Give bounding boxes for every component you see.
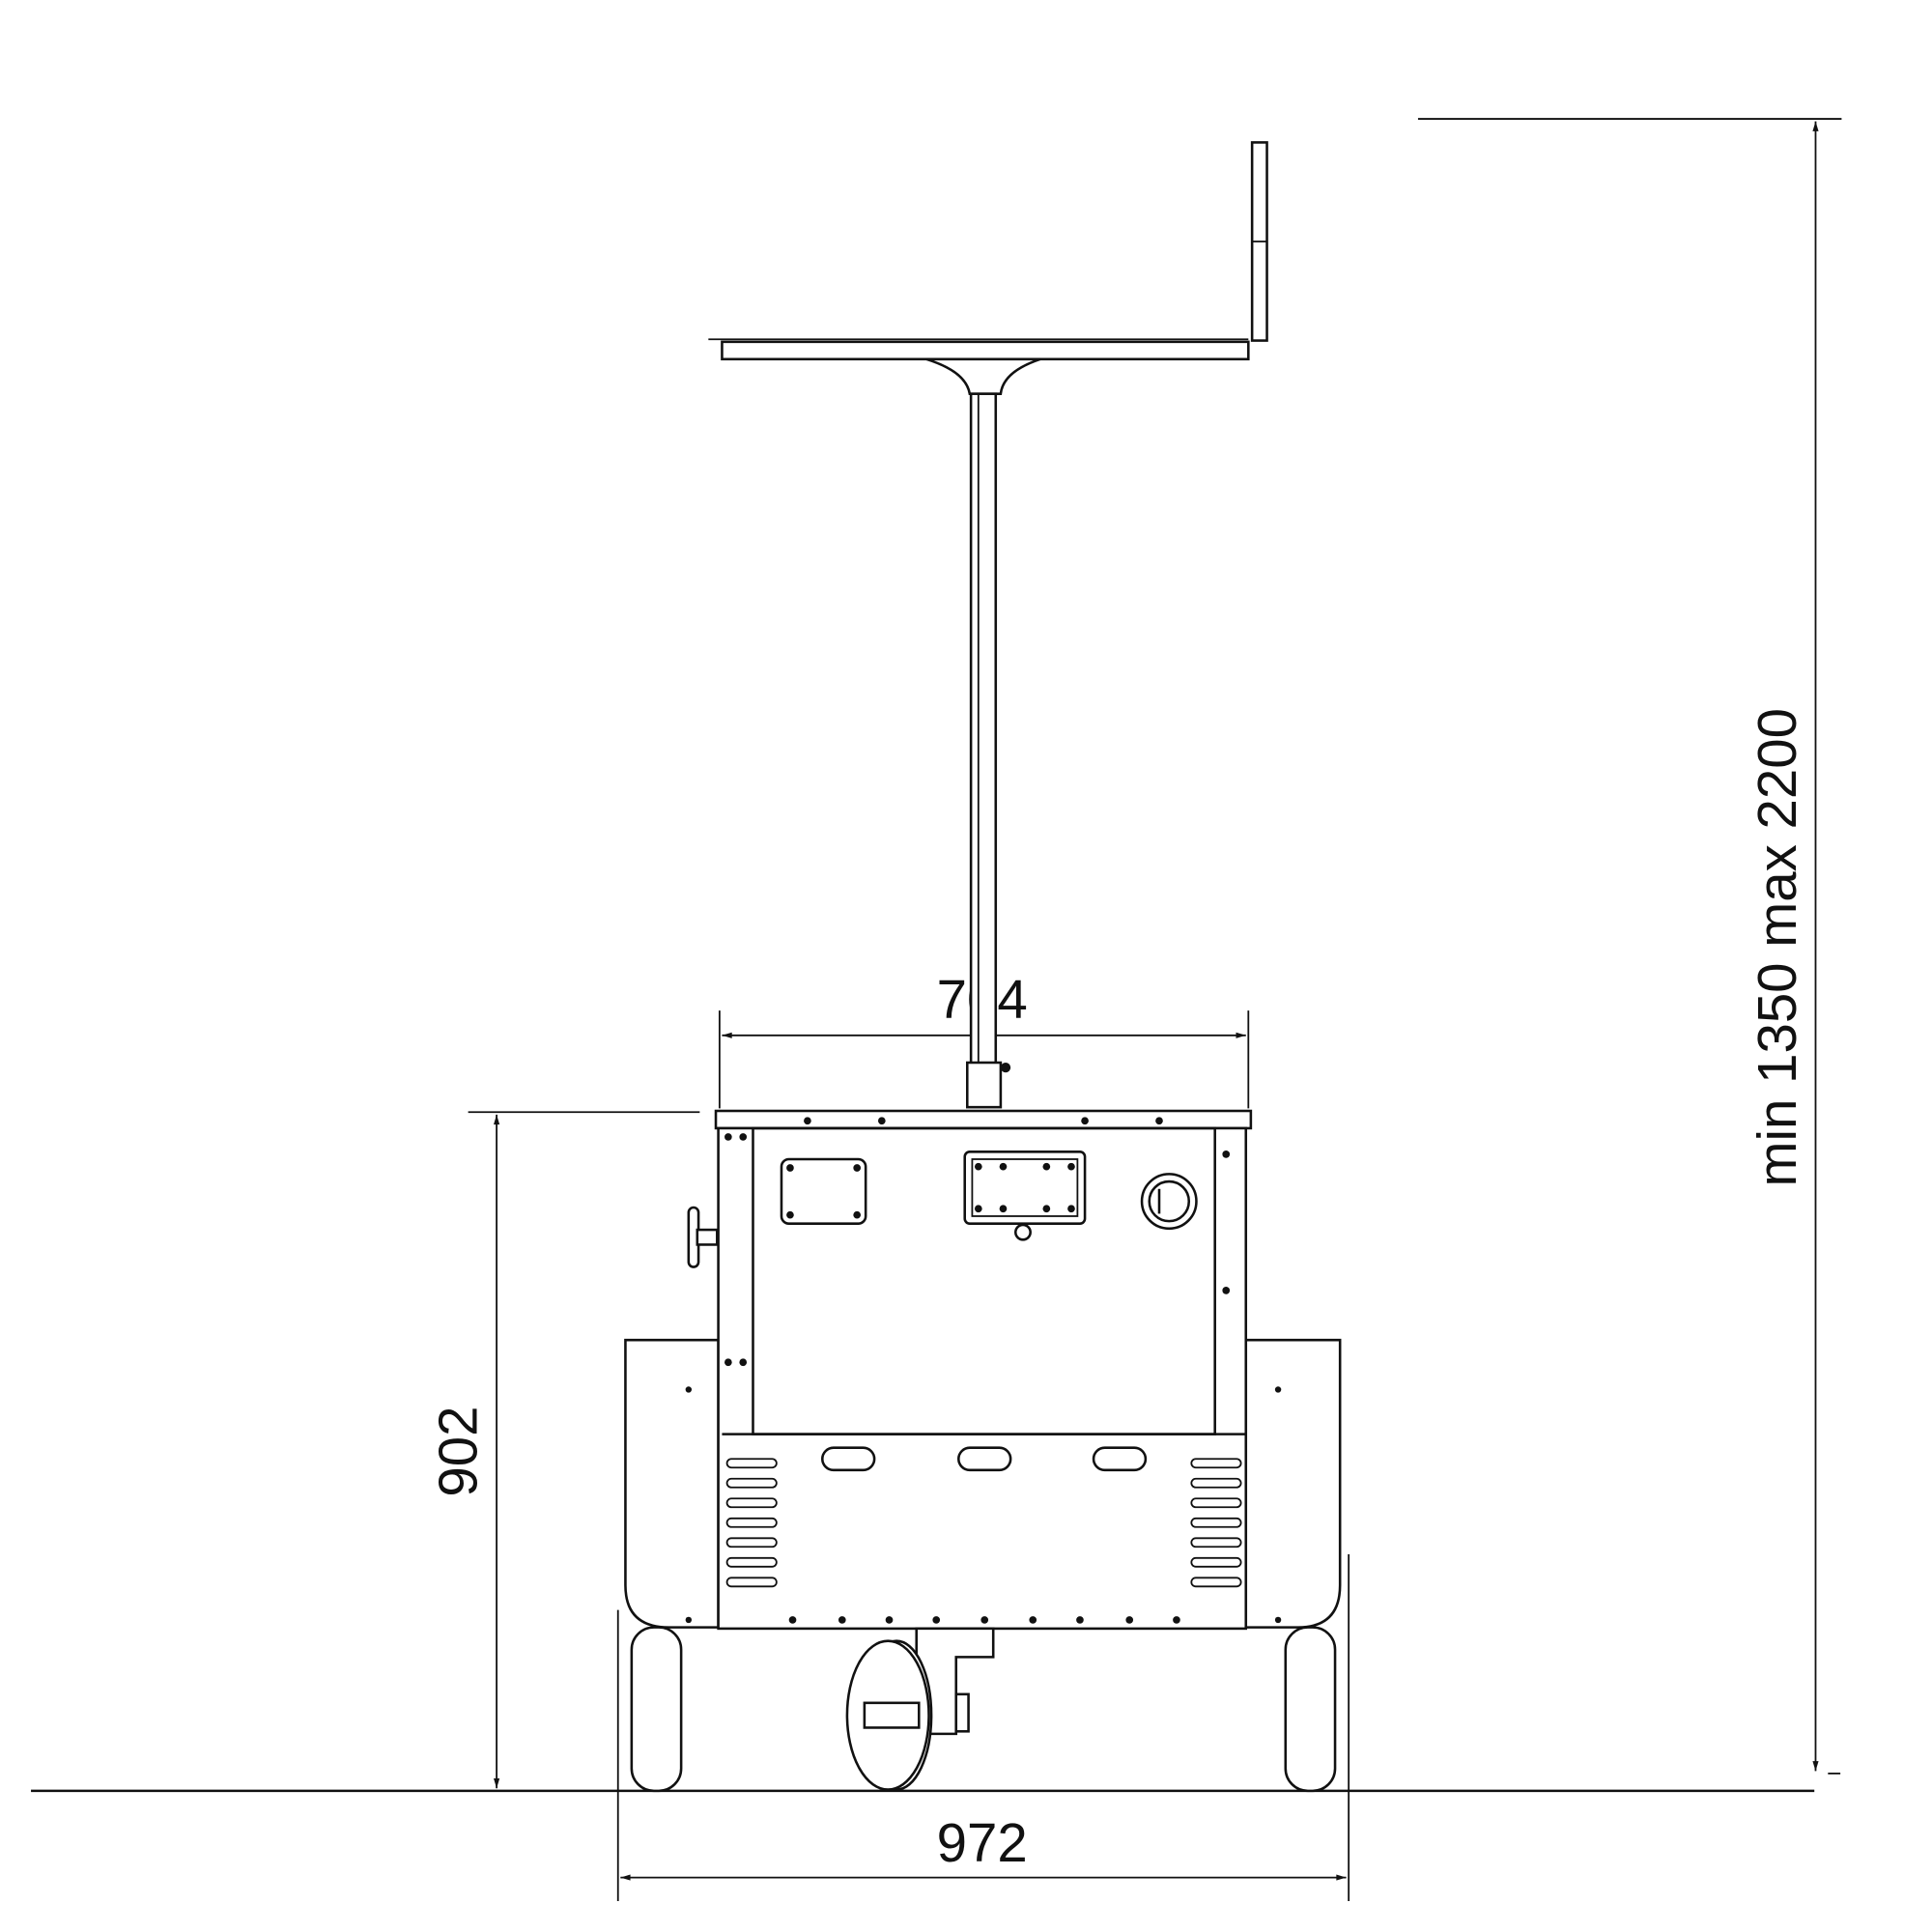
vent-slot [1190, 1556, 1242, 1568]
tray-height-label: min 1350 max 2200 [1747, 708, 1807, 1186]
vent-slot [1190, 1537, 1242, 1548]
control-panel-plate [780, 1157, 867, 1225]
track-width-label: 972 [937, 1812, 1028, 1873]
right-leg [1284, 1626, 1337, 1793]
height-label: 902 [428, 1406, 489, 1497]
left-leg [630, 1626, 683, 1793]
vent-slot [1190, 1577, 1242, 1588]
vent-slot [725, 1497, 778, 1509]
tray-height-dimension: min 1350 max 2200 [1417, 118, 1842, 1775]
right-fender [1244, 1338, 1342, 1629]
track-width-dimension: 972 [616, 1553, 1350, 1901]
vent-slot [1190, 1477, 1242, 1489]
vent-slot [725, 1517, 778, 1528]
vent-slot [725, 1477, 778, 1489]
socket-panel [963, 1151, 1087, 1225]
panel-slots [821, 1446, 1148, 1472]
tray [708, 141, 1268, 395]
vent-slot [725, 1556, 778, 1568]
height-dimension: 902 [428, 1111, 700, 1789]
vent-slot [1190, 1517, 1242, 1528]
side-handle [687, 1206, 719, 1268]
vent-slot [725, 1537, 778, 1548]
vents-left [725, 1458, 778, 1588]
castor-wheel [845, 1627, 995, 1791]
left-fender [624, 1338, 720, 1629]
vents-right [1190, 1458, 1242, 1588]
vent-slot [725, 1458, 778, 1469]
vent-slot [1190, 1497, 1242, 1509]
vent-slot [1190, 1458, 1242, 1469]
telescopic-pole [966, 392, 1011, 1109]
vent-slot [725, 1577, 778, 1588]
round-socket [1140, 1173, 1198, 1231]
generator-body [685, 1109, 1282, 1631]
